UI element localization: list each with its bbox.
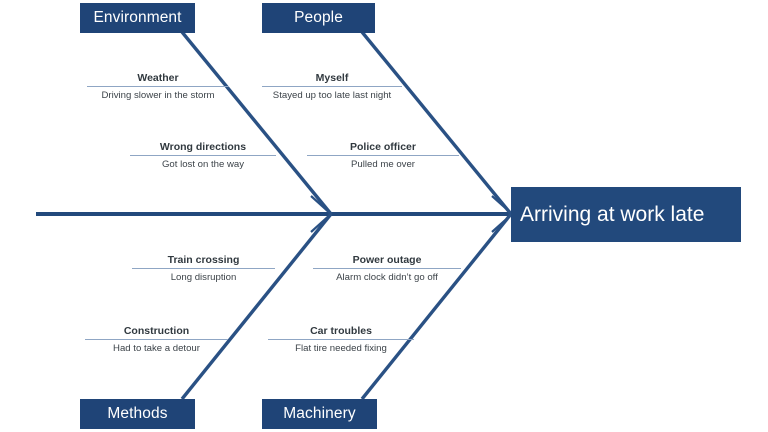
cause-title-weather: Weather — [137, 72, 179, 84]
cause-rule — [130, 155, 276, 156]
category-box-environment[interactable]: Environment — [80, 3, 195, 33]
cause-detail-wrong-directions: Got lost on the way — [161, 159, 245, 170]
cause-rule — [313, 268, 461, 269]
cause-detail-power-outage: Alarm clock didn’t go off — [336, 272, 438, 283]
bone-environment — [180, 30, 333, 216]
cause-detail-police-officer: Pulled me over — [351, 159, 415, 170]
cause-rule — [307, 155, 459, 156]
cause-rule — [268, 339, 414, 340]
bone-machinery — [360, 212, 513, 401]
cause-detail-train-crossing: Long disruption — [170, 272, 237, 283]
cause-title-construction: Construction — [123, 325, 190, 337]
category-label-people: People — [294, 9, 343, 26]
effect-label: Arriving at work late — [520, 202, 705, 226]
cause-title-power-outage: Power outage — [352, 254, 422, 266]
cause-title-train-crossing: Train crossing — [167, 254, 240, 266]
cause-rule — [262, 86, 402, 87]
cause-power-outage[interactable]: Power outage Alarm clock didn’t go off — [313, 254, 461, 284]
bone-methods — [180, 212, 333, 401]
cause-car-troubles[interactable]: Car troubles Flat tire needed fixing — [268, 325, 414, 355]
cause-rule — [85, 339, 228, 340]
cause-construction[interactable]: Construction Had to take a detour — [85, 325, 228, 355]
cause-myself[interactable]: Myself Stayed up too late last night — [262, 72, 402, 102]
cause-rule — [132, 268, 275, 269]
cause-title-police-officer: Police officer — [350, 141, 416, 153]
category-box-people[interactable]: People — [262, 3, 375, 33]
cause-train-crossing[interactable]: Train crossing Long disruption — [132, 254, 275, 284]
bone-people — [360, 30, 513, 216]
cause-detail-weather: Driving slower in the storm — [101, 90, 215, 101]
category-label-methods: Methods — [107, 405, 168, 422]
category-box-machinery[interactable]: Machinery — [262, 399, 377, 429]
category-label-environment: Environment — [93, 9, 182, 26]
category-box-methods[interactable]: Methods — [80, 399, 195, 429]
effect-box[interactable]: Arriving at work late — [511, 187, 741, 242]
category-label-machinery: Machinery — [283, 405, 356, 422]
cause-detail-myself: Stayed up too late last night — [272, 90, 392, 101]
cause-weather[interactable]: Weather Driving slower in the storm — [87, 72, 229, 102]
cause-police-officer[interactable]: Police officer Pulled me over — [307, 141, 459, 171]
cause-detail-car-troubles: Flat tire needed fixing — [295, 343, 387, 354]
cause-detail-construction: Had to take a detour — [113, 343, 200, 354]
cause-rule — [87, 86, 229, 87]
cause-title-myself: Myself — [315, 72, 349, 84]
cause-wrong-directions[interactable]: Wrong directions Got lost on the way — [130, 141, 276, 171]
cause-title-car-troubles: Car troubles — [310, 325, 372, 337]
cause-title-wrong-directions: Wrong directions — [159, 141, 247, 153]
